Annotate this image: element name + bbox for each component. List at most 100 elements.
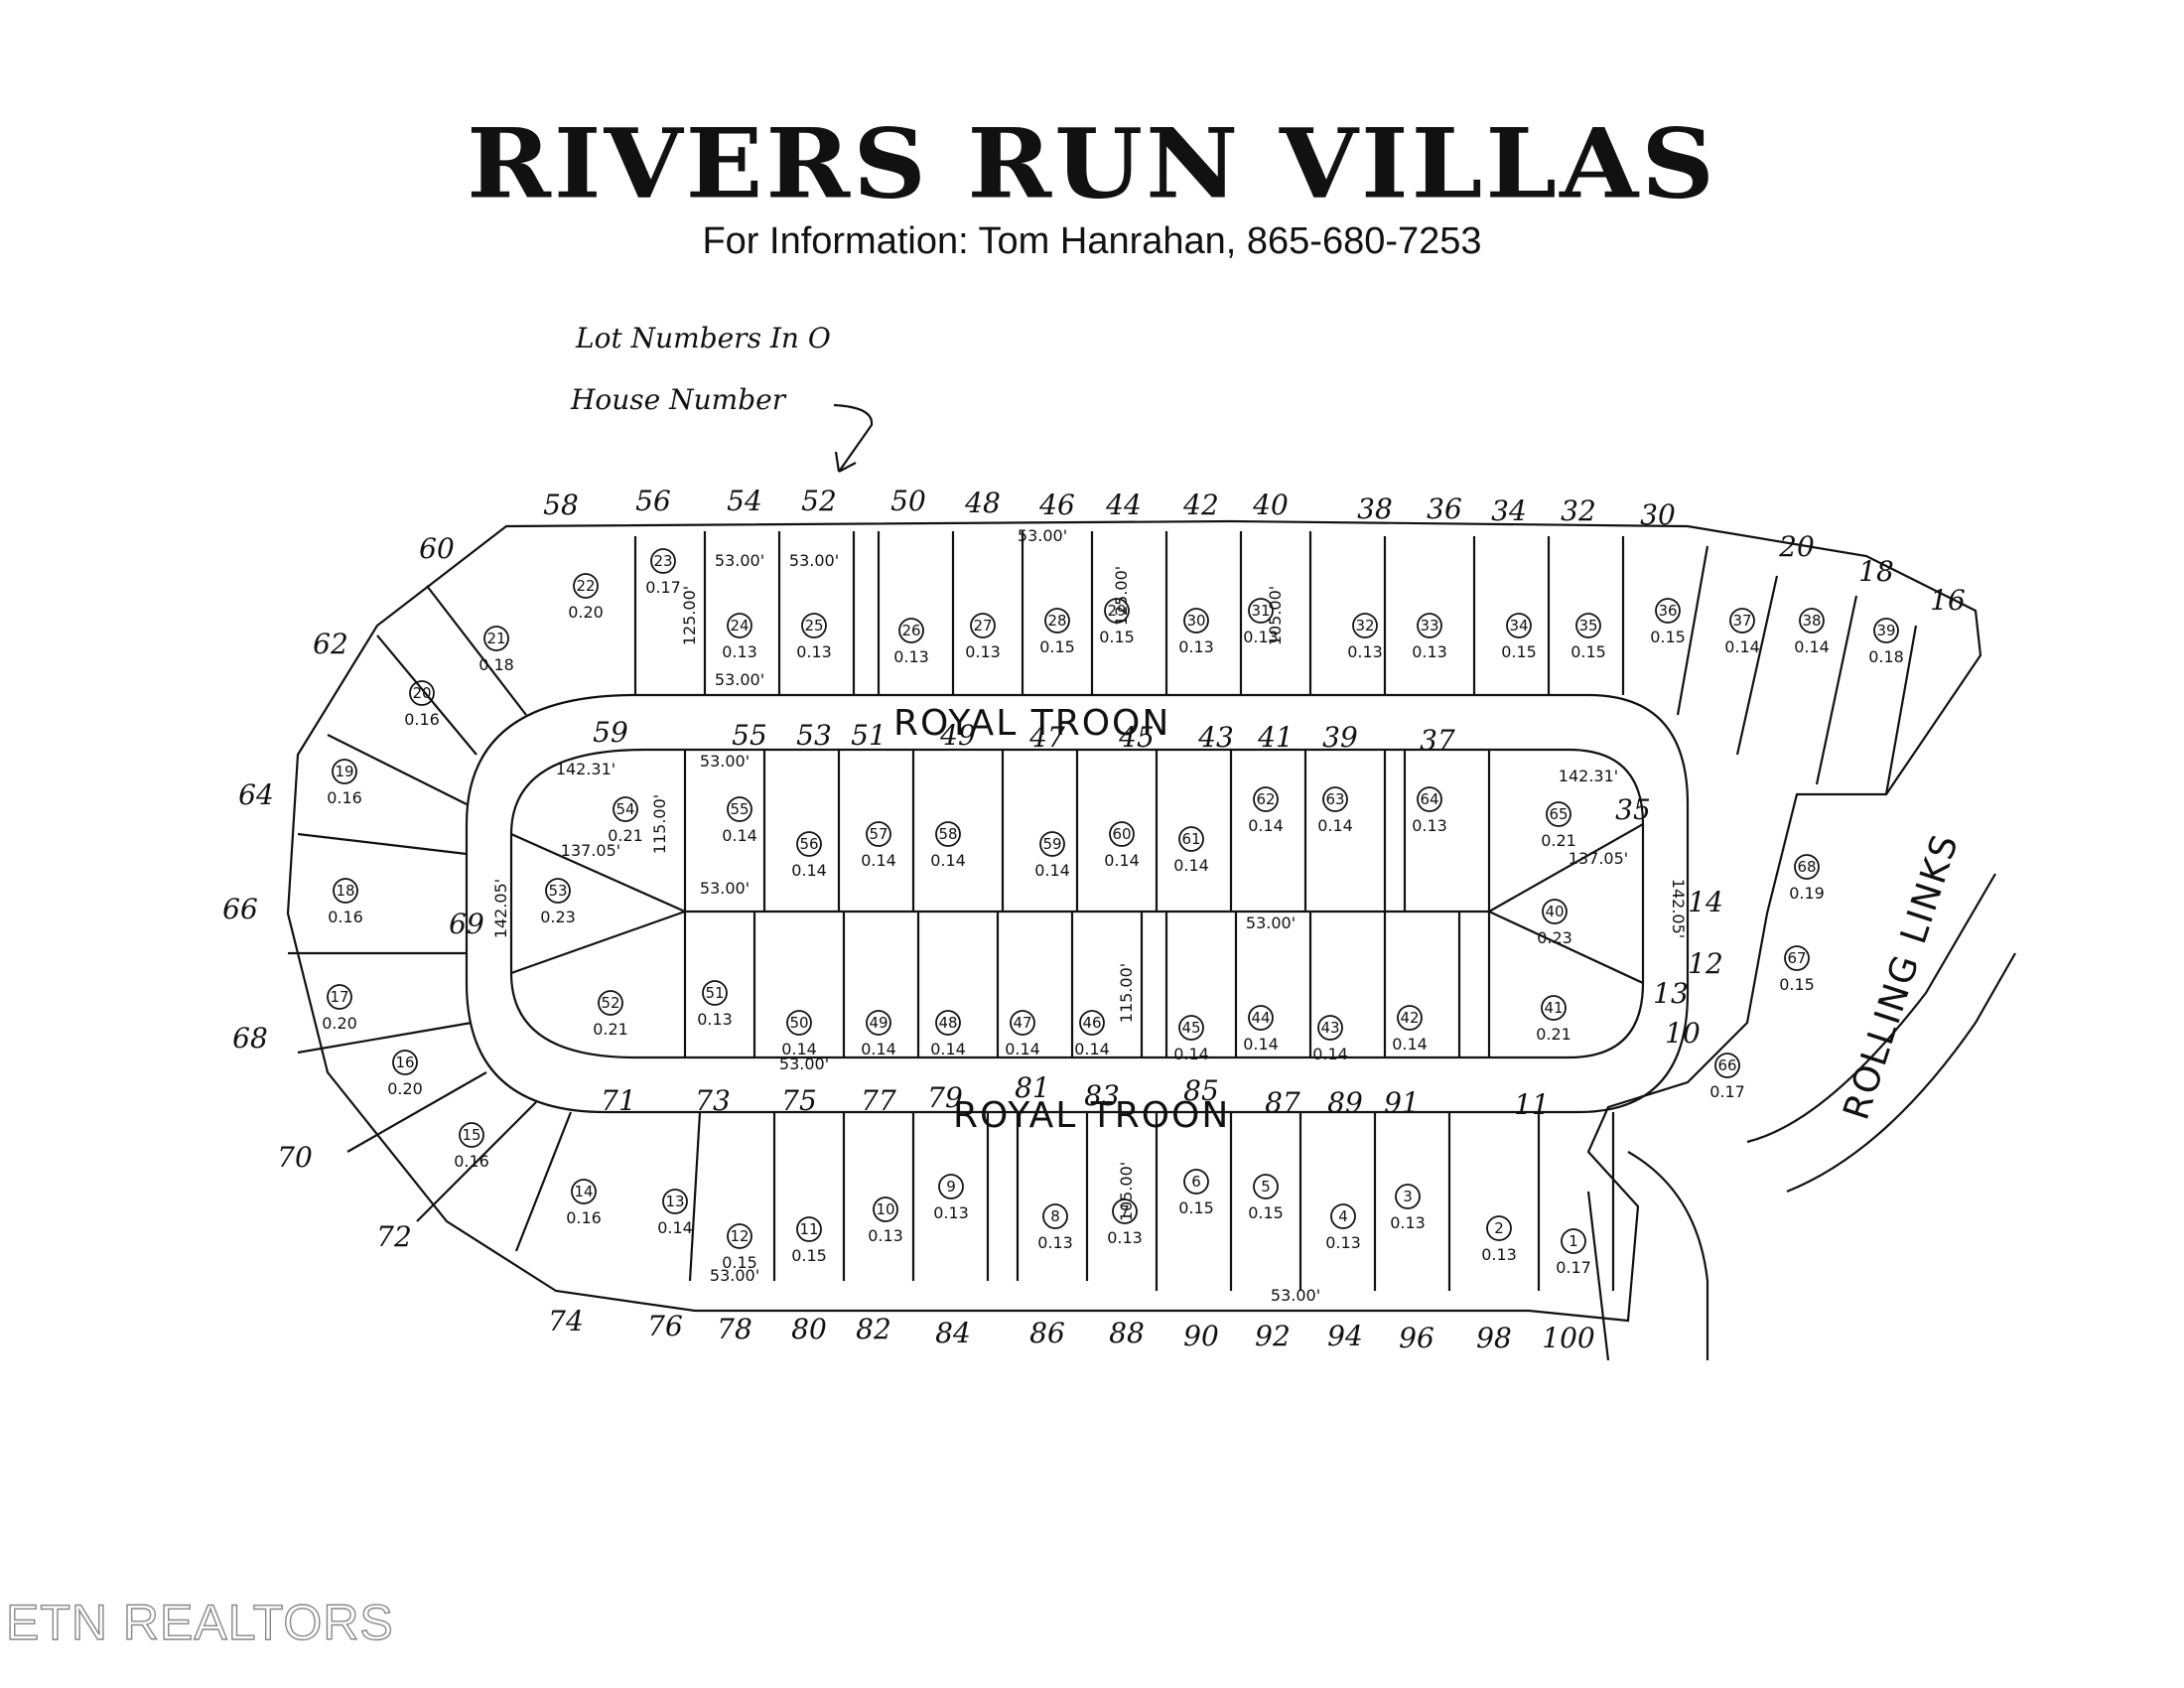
house-number: 64 <box>238 778 274 811</box>
lot-acres: 0.23 <box>1537 928 1572 947</box>
lot-marker: 50.15 <box>1248 1174 1284 1222</box>
house-number: 58 <box>543 489 579 521</box>
lot-acres: 0.13 <box>1412 816 1447 835</box>
lot-acres: 0.14 <box>930 851 966 870</box>
svg-text:142.31': 142.31' <box>1559 767 1618 785</box>
lot-acres: 0.21 <box>608 826 643 845</box>
lot-marker: 620.14 <box>1248 786 1284 835</box>
lot-number: 55 <box>730 800 749 818</box>
lot-number: 6 <box>1191 1173 1201 1191</box>
house-number: 12 <box>1688 947 1723 980</box>
lot-acres: 0.15 <box>1039 637 1075 656</box>
lot-number: 37 <box>1732 612 1751 630</box>
lot-marker: 650.21 <box>1541 801 1576 850</box>
lot-number: 7 <box>1120 1202 1130 1220</box>
lot-marker: 90.13 <box>933 1174 969 1222</box>
lot-marker: 600.14 <box>1104 821 1140 870</box>
lot-marker: 150.16 <box>454 1122 489 1171</box>
svg-text:125.00': 125.00' <box>680 586 699 645</box>
lot-number: 30 <box>1186 612 1205 630</box>
lot-acres: 0.14 <box>1243 1035 1279 1054</box>
lot-number: 65 <box>1549 805 1568 823</box>
lot-acres: 0.17 <box>645 578 681 597</box>
lot-acres: 0.21 <box>593 1020 628 1039</box>
lot-acres: 0.14 <box>1248 816 1284 835</box>
house-number: 80 <box>791 1313 827 1345</box>
house-number: 51 <box>851 719 887 752</box>
house-number: 35 <box>1615 793 1651 826</box>
house-number: 71 <box>601 1084 636 1117</box>
lot-marker: 570.14 <box>861 821 896 870</box>
house-number: 10 <box>1665 1017 1701 1050</box>
lot-number: 14 <box>574 1183 593 1200</box>
top-row-dividers <box>633 531 1918 795</box>
house-number: 84 <box>935 1317 971 1349</box>
house-number: 100 <box>1542 1322 1594 1354</box>
svg-text:142.05': 142.05' <box>1669 879 1688 938</box>
house-number: 43 <box>1197 721 1234 754</box>
lot-acres: 0.13 <box>1412 642 1447 661</box>
lot-marker: 300.13 <box>1178 608 1214 656</box>
lot-number: 63 <box>1325 790 1344 808</box>
note-line-2: House Number <box>570 383 787 416</box>
lot-number: 35 <box>1578 617 1597 634</box>
lot-acres: 0.20 <box>322 1014 357 1033</box>
svg-text:137.05': 137.05' <box>1569 849 1628 868</box>
house-number: 59 <box>593 716 628 749</box>
lot-marker: 290.15 <box>1099 598 1135 646</box>
lots-left-arc: 210.18200.16190.16180.16170.20160.20150.… <box>322 626 514 1171</box>
lot-acres: 0.16 <box>404 710 440 729</box>
lot-number: 51 <box>705 984 724 1002</box>
lot-acres: 0.14 <box>791 861 827 880</box>
lot-acres: 0.14 <box>1173 856 1209 875</box>
lot-acres: 0.14 <box>1392 1035 1428 1054</box>
house-number: 56 <box>635 485 671 517</box>
lot-acres: 0.15 <box>722 1253 757 1272</box>
house-number: 86 <box>1029 1317 1065 1349</box>
lot-marker: 230.17 <box>645 548 681 597</box>
lot-marker: 580.14 <box>930 821 966 870</box>
svg-text:53.00': 53.00' <box>1018 526 1067 545</box>
lot-marker: 320.13 <box>1347 613 1383 661</box>
lot-number: 41 <box>1544 999 1563 1017</box>
lot-number: 61 <box>1181 830 1200 848</box>
lot-marker: 30.13 <box>1390 1184 1426 1232</box>
lot-marker: 310.13 <box>1243 598 1279 646</box>
center-bottom-dividers <box>752 912 1461 1057</box>
lot-marker: 590.14 <box>1034 831 1070 880</box>
lot-number: 62 <box>1256 790 1275 808</box>
lot-acres: 0.15 <box>1248 1203 1284 1222</box>
lot-marker: 490.14 <box>861 1010 896 1058</box>
house-number: 13 <box>1653 977 1689 1010</box>
house-number: 41 <box>1257 721 1294 754</box>
lot-number: 38 <box>1802 612 1821 630</box>
lot-marker: 20.13 <box>1481 1215 1517 1264</box>
lot-number: 56 <box>799 835 818 853</box>
dimension-labels: 53.00' 53.00' 53.00' 53.00' 53.00' 53.00… <box>491 526 1688 1305</box>
lot-number: 66 <box>1717 1056 1736 1074</box>
svg-text:53.00': 53.00' <box>1271 1286 1320 1305</box>
lot-acres: 0.14 <box>1104 851 1140 870</box>
house-number: 48 <box>964 487 1001 519</box>
lot-marker: 560.14 <box>791 831 827 880</box>
lot-number: 11 <box>799 1220 818 1238</box>
lot-number: 3 <box>1403 1188 1413 1205</box>
lot-marker: 460.14 <box>1074 1010 1110 1058</box>
lot-acres: 0.13 <box>1390 1213 1426 1232</box>
bottom-row-dividers <box>514 1111 1615 1291</box>
house-number: 87 <box>1265 1086 1300 1119</box>
left-row-dividers <box>288 585 537 1222</box>
lot-number: 42 <box>1400 1009 1419 1027</box>
lot-number: 13 <box>665 1193 684 1210</box>
lot-number: 29 <box>1107 602 1126 620</box>
lot-acres: 0.15 <box>1178 1198 1214 1217</box>
lot-acres: 0.13 <box>933 1203 969 1222</box>
lot-number: 24 <box>730 617 749 634</box>
lot-marker: 110.15 <box>791 1216 827 1265</box>
lot-number: 16 <box>395 1054 414 1071</box>
